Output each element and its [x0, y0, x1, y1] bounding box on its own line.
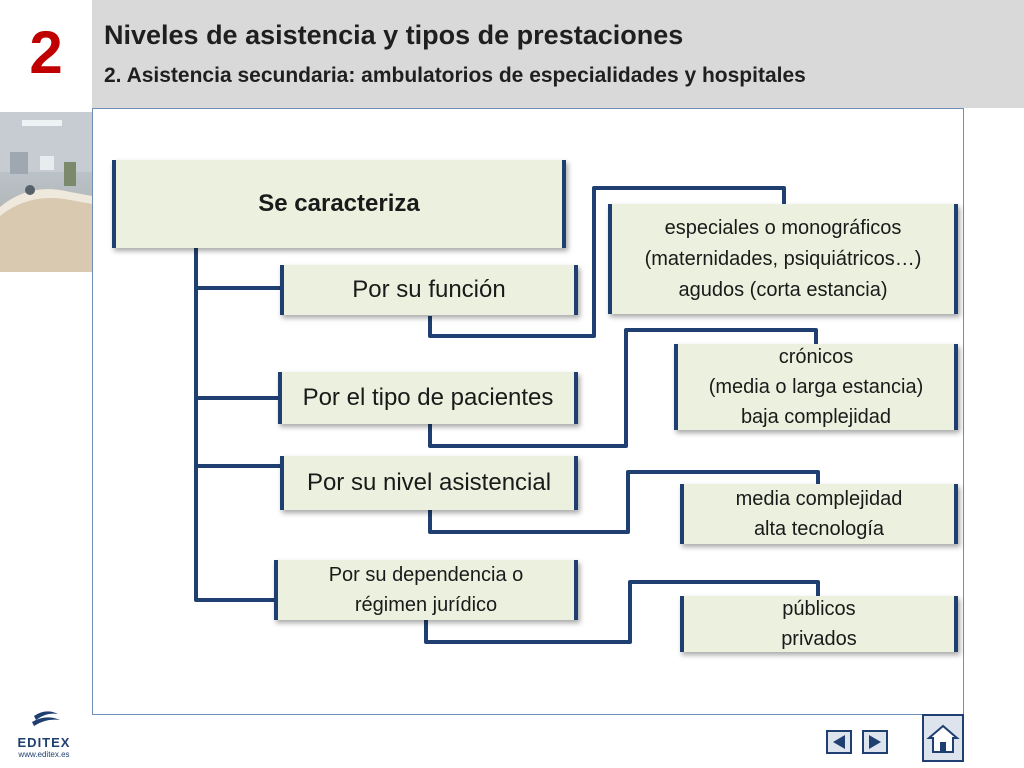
root-label: Se caracteriza [258, 190, 420, 217]
arrow-left-icon [833, 735, 845, 749]
header-bar: 2 Niveles de asistencia y tipos de prest… [0, 0, 1024, 108]
type-node-regimen: públicos privados [680, 596, 958, 652]
criterion-node-nivel: Por su nivel asistencial [280, 456, 578, 510]
type-label: media complejidad alta tecnología [735, 488, 903, 540]
slide-subtitle: 2. Asistencia secundaria: ambulatorios d… [104, 64, 806, 87]
criterion-label: Por su dependencia o régimen jurídico [328, 564, 524, 616]
home-icon [926, 724, 960, 753]
chapter-number: 2 [29, 19, 63, 86]
type-label: públicos privados [781, 598, 857, 650]
home-button[interactable] [922, 714, 964, 762]
chapter-badge: 2 [0, 0, 92, 108]
logo-url: www.editex.es [18, 750, 70, 759]
previous-slide-button[interactable] [826, 730, 852, 754]
type-node-cronicos: crónicos (media o larga estancia) baja c… [674, 344, 958, 430]
criterion-label: Por su nivel asistencial [306, 469, 552, 496]
hospital-reception-photo [0, 112, 92, 272]
logo-text: EDITEX [17, 735, 71, 750]
criterion-label: Por el tipo de pacientes [302, 384, 554, 411]
criterion-node-pacientes: Por el tipo de pacientes [278, 372, 578, 424]
arrow-right-icon [869, 735, 881, 749]
root-node: Se caracteriza [112, 160, 566, 248]
type-node-especiales: especiales o monográficos (maternidades,… [608, 204, 958, 314]
type-label: especiales o monográficos (maternidades,… [644, 216, 922, 301]
criterion-node-dependencia: Por su dependencia o régimen jurídico [274, 560, 578, 620]
editex-logo: EDITEX www.editex.es [12, 710, 76, 760]
next-slide-button[interactable] [862, 730, 888, 754]
type-label: crónicos (media o larga estancia) baja c… [708, 346, 924, 428]
criterion-label: Por su función [352, 276, 506, 303]
type-node-complejidad: media complejidad alta tecnología [680, 484, 958, 544]
editex-logo-mark [32, 711, 60, 726]
slide-title: Niveles de asistencia y tipos de prestac… [104, 20, 684, 50]
criterion-node-funcion: Por su función [280, 265, 578, 315]
